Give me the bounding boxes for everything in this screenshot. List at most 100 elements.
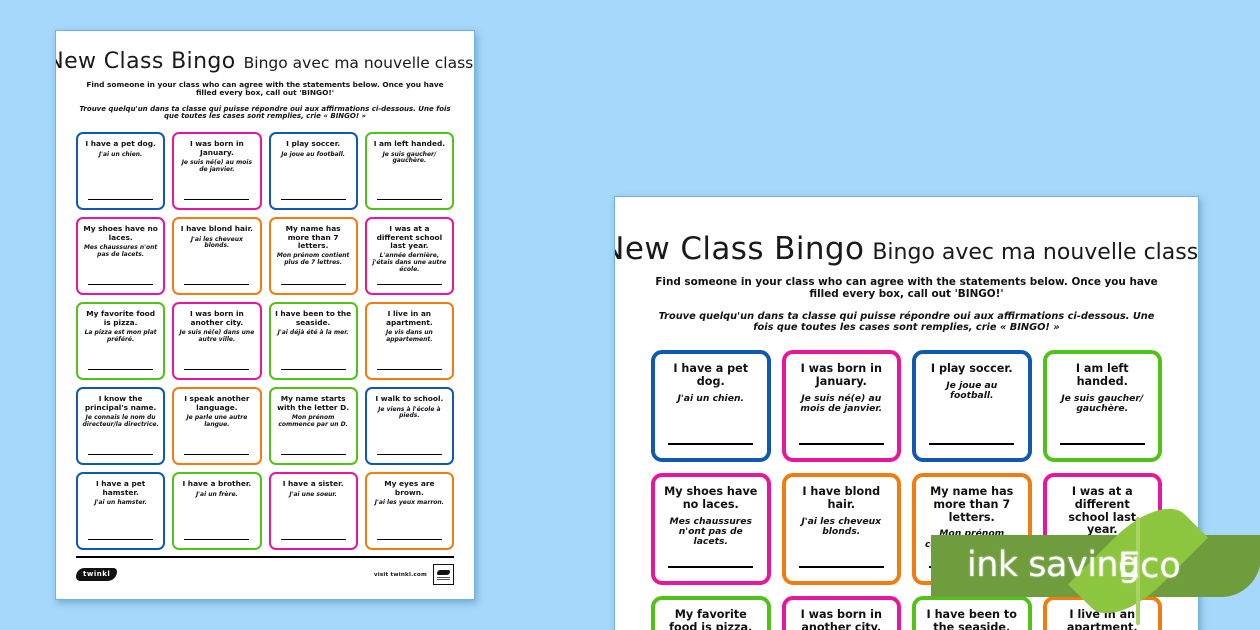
worksheet-preview-large[interactable]: New Class Bingo Bingo avec ma nouvelle c… xyxy=(614,196,1199,630)
bingo-cell[interactable]: My name starts with the letter D.Mon pré… xyxy=(268,387,358,466)
twinkl-logo: twinkl xyxy=(76,568,118,581)
title-row: New Class Bingo Bingo avec ma nouvelle c… xyxy=(56,49,474,74)
bingo-cell-text-fr: J'ai les cheveux blonds. xyxy=(801,515,882,537)
page-title-en-large: New Class Bingo xyxy=(614,231,865,267)
bingo-cell[interactable]: My favorite food is pizza.La pizza est m… xyxy=(76,302,166,381)
bingo-cell-text-en: I am left handed. xyxy=(373,139,446,149)
bingo-cell-signature-line[interactable] xyxy=(280,453,346,456)
bingo-cell-signature-line[interactable] xyxy=(929,565,1015,569)
bingo-cell[interactable]: I have a pet dog.J'ai un chien. xyxy=(76,132,166,211)
bingo-cell[interactable]: I was born in January.Je suis né(e) au m… xyxy=(781,350,901,463)
bingo-cell-signature-line[interactable] xyxy=(88,198,153,201)
bingo-cell-text-en: My favorite food is pizza. xyxy=(669,608,753,630)
bingo-cell[interactable]: I have been to the seaside.J'ai déjà été… xyxy=(912,596,1032,630)
worksheet-header: New Class Bingo Bingo avec ma nouvelle c… xyxy=(56,49,474,121)
bingo-cell[interactable]: My eyes are brown.J'ai les yeux marron. xyxy=(364,472,454,551)
bingo-cell[interactable]: I play soccer.Je joue au football. xyxy=(912,350,1032,463)
bingo-cell[interactable]: I was born in another city.Je suis né(e)… xyxy=(172,302,262,381)
bingo-cell-signature-line[interactable] xyxy=(798,442,884,446)
bingo-cell-text-en: I play soccer. xyxy=(930,362,1013,376)
bingo-cell-signature-line[interactable] xyxy=(280,283,346,286)
bingo-cell-signature-line[interactable] xyxy=(184,368,250,371)
bingo-cell-signature-line[interactable] xyxy=(668,565,754,569)
instructions-en: Find someone in your class who can agree… xyxy=(86,80,444,98)
bingo-cell-text-en: I know the principal's name. xyxy=(84,394,157,412)
worksheet-footer: twinkl visit twinkl.com xyxy=(76,556,454,585)
bingo-cell-signature-line[interactable] xyxy=(184,283,250,286)
bingo-grid-large: I have a pet dog. J'ai un chien. I was bor… xyxy=(651,350,1162,630)
bingo-cell[interactable]: I speak another language.Je parle une au… xyxy=(172,387,262,466)
bingo-cell-text-en: I walk to school. xyxy=(375,394,444,404)
bingo-cell-signature-line[interactable] xyxy=(88,283,153,286)
bingo-cell-signature-line[interactable] xyxy=(798,565,884,569)
bingo-cell[interactable]: I was at a different school last year.L'… xyxy=(1042,473,1162,586)
bingo-cell-text-en: I was born in January. xyxy=(800,362,882,388)
bingo-cell[interactable]: I am left handed.Je suis gaucher/ gauchè… xyxy=(1042,350,1162,463)
bingo-cell-text-en: I have a brother. xyxy=(182,479,252,489)
bingo-cell-text-en: My shoes have no laces. xyxy=(664,485,758,511)
bingo-cell-text-en: My eyes are brown. xyxy=(384,479,435,497)
bingo-cell-signature-line[interactable] xyxy=(88,368,153,371)
bingo-cell-text-fr: Mes chaussures n'ont pas de lacets. xyxy=(83,243,158,258)
bingo-cell-text-en: My favorite food is pizza. xyxy=(86,309,156,327)
bingo-cell-signature-line[interactable] xyxy=(184,453,250,456)
bingo-cell-signature-line[interactable] xyxy=(88,538,153,541)
bingo-cell[interactable]: My shoes have no laces.Mes chaussures n'… xyxy=(651,473,771,586)
bingo-cell-text-fr: J'ai un chien. xyxy=(677,392,744,404)
instructions-fr-large: Trouve quelqu'un dans ta classe qui puis… xyxy=(658,311,1155,334)
bingo-cell[interactable]: I have a pet dog. J'ai un chien. xyxy=(651,350,771,463)
bingo-cell[interactable]: I am left handed.Je suis gaucher/ gauchè… xyxy=(364,132,454,211)
bingo-cell-text-en: I was at a different school last year. xyxy=(1068,485,1137,537)
bingo-cell-signature-line[interactable] xyxy=(1059,442,1145,446)
bingo-cell-text-fr: Mon prénom contient plus de 7 lettres. xyxy=(276,252,350,267)
bingo-cell[interactable]: I have a pet hamster.J'ai un hamster. xyxy=(76,472,166,551)
bingo-cell-signature-line[interactable] xyxy=(184,538,250,541)
bingo-cell[interactable]: I was born in another city.Je suis né(e)… xyxy=(781,596,901,630)
bingo-cell-signature-line[interactable] xyxy=(184,198,250,201)
bingo-cell-signature-line[interactable] xyxy=(280,538,346,541)
bingo-cell[interactable]: I have blond hair.J'ai les cheveux blond… xyxy=(781,473,901,586)
instructions-en-large: Find someone in your class who can agree… xyxy=(655,276,1158,300)
bingo-cell[interactable]: I was at a different school last year.L'… xyxy=(364,217,454,296)
bingo-cell[interactable]: My name has more than 7 letters.Mon prén… xyxy=(912,473,1032,586)
worksheet-preview-small[interactable]: New Class Bingo Bingo avec ma nouvelle c… xyxy=(55,30,475,600)
bingo-cell[interactable]: I know the principal's name.Je connais l… xyxy=(76,387,166,466)
bingo-cell-signature-line[interactable] xyxy=(376,538,442,541)
bingo-cell-signature-line[interactable] xyxy=(929,442,1015,446)
bingo-cell-text-en: I live in an apartment. xyxy=(385,309,433,327)
bingo-cell-signature-line[interactable] xyxy=(280,368,346,371)
bingo-cell[interactable]: I have a brother.J'ai un frère. xyxy=(172,472,262,551)
bingo-cell-signature-line[interactable] xyxy=(376,198,442,201)
bingo-cell[interactable]: I have been to the seaside.J'ai déjà été… xyxy=(268,302,358,381)
bingo-cell-text-fr: L'année dernière, j'étais dans une autre… xyxy=(1056,540,1148,572)
bingo-cell[interactable]: I was born in January.Je suis né(e) au m… xyxy=(172,132,262,211)
bingo-cell[interactable]: I play soccer.Je joue au football. xyxy=(268,132,358,211)
bingo-cell[interactable]: My name has more than 7 letters.Mon prén… xyxy=(268,217,358,296)
bingo-cell[interactable]: My shoes have no laces.Mes chaussures n'… xyxy=(76,217,166,296)
bingo-cell-signature-line[interactable] xyxy=(668,442,754,446)
bingo-cell-text-en: I have a pet dog. xyxy=(673,362,749,388)
bingo-cell[interactable]: I walk to school.Je viens à l'école à pi… xyxy=(364,387,454,466)
bingo-cell-text-en: I play soccer. xyxy=(286,139,341,149)
bingo-cell[interactable]: My favorite food is pizza.La pizza est m… xyxy=(651,596,771,630)
bingo-cell[interactable]: I live in an apartment.Je vis dans un ap… xyxy=(364,302,454,381)
bingo-cell[interactable]: I have blond hair.J'ai les cheveux blond… xyxy=(172,217,262,296)
bingo-cell-signature-line[interactable] xyxy=(1059,565,1145,569)
bingo-cell-signature-line[interactable] xyxy=(376,368,442,371)
bingo-cell-text-fr: Je vis dans un appartement. xyxy=(385,328,433,343)
bingo-cell-text-fr: L'année dernière, j'étais dans une autre… xyxy=(372,252,447,273)
bingo-cell-signature-line[interactable] xyxy=(376,283,442,286)
bingo-cell-text-fr: Mon prénom commence par un D. xyxy=(278,413,348,428)
bingo-cell-text-fr: Mon prénom contient plus de 7 lettres. xyxy=(924,528,1019,560)
bingo-cell-signature-line[interactable] xyxy=(280,198,346,201)
bingo-cell-text-en: I have been to the seaside. xyxy=(926,608,1017,630)
page-title-fr-large: Bingo avec ma nouvelle classe xyxy=(872,240,1199,265)
bingo-cell-signature-line[interactable] xyxy=(88,453,153,456)
bingo-cell-text-fr: J'ai un hamster. xyxy=(94,498,147,506)
page-title-en: New Class Bingo xyxy=(55,49,236,74)
bingo-cell-signature-line[interactable] xyxy=(376,453,442,456)
bingo-cell-text-en: I live in an apartment. xyxy=(1066,608,1138,630)
bingo-cell-text-en: I have been to the seaside. xyxy=(275,309,352,327)
bingo-cell[interactable]: I have a sister.J'ai une soeur. xyxy=(268,472,358,551)
bingo-cell[interactable]: I live in an apartment.Je vis dans un ap… xyxy=(1042,596,1162,630)
